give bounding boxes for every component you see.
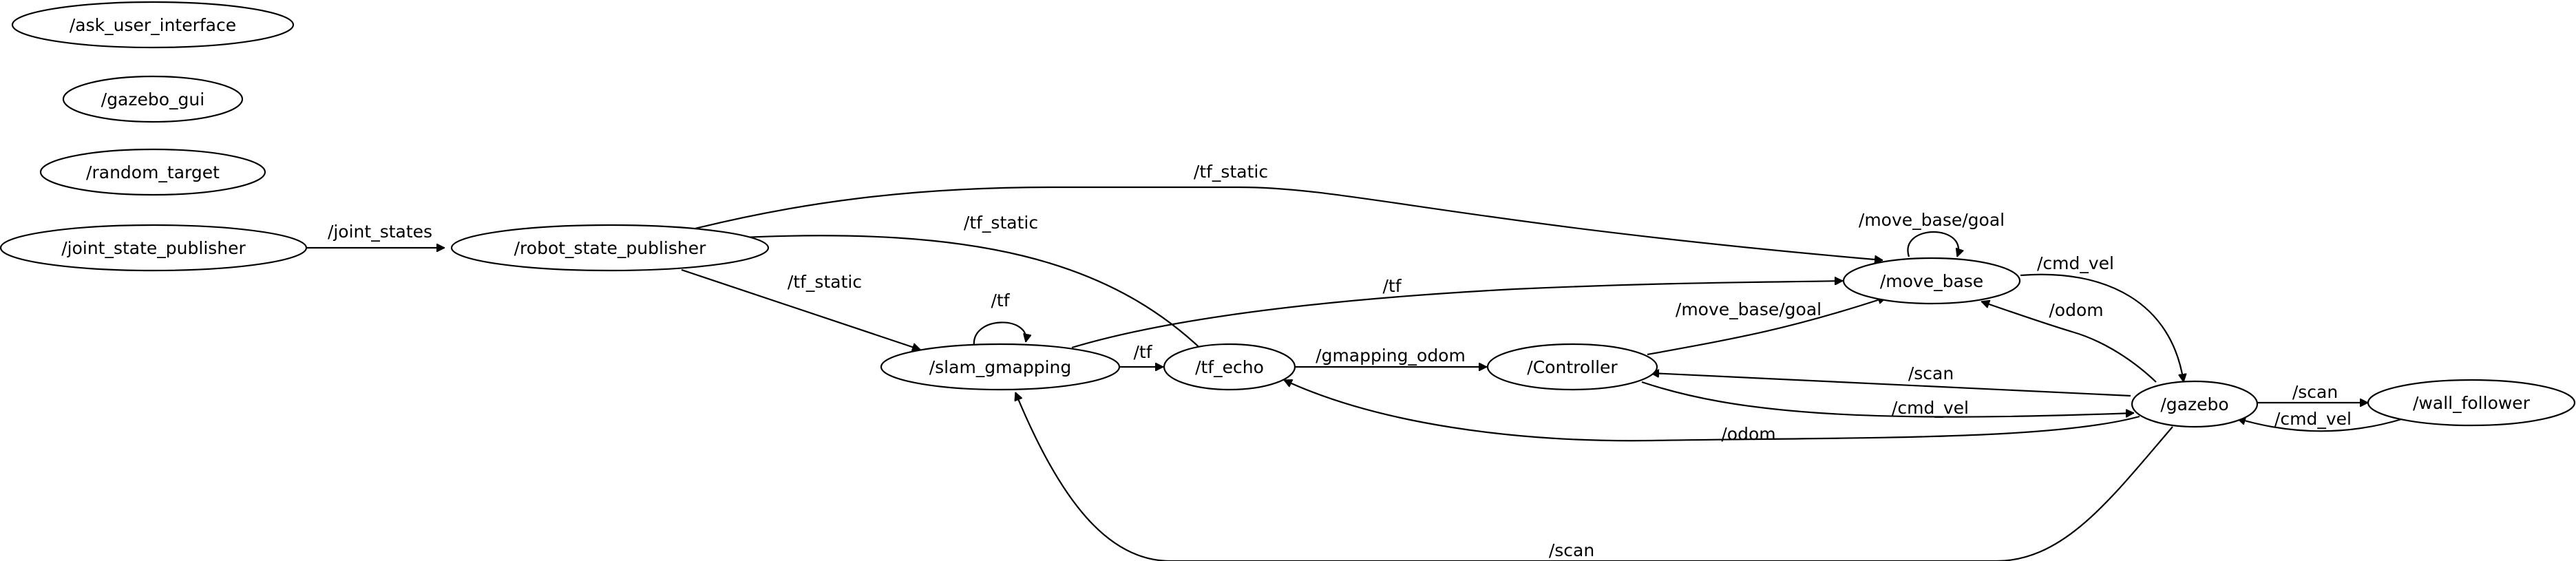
node-label-gazebo-gui: /gazebo_gui xyxy=(101,89,204,109)
edge-tf-echo-controller: /gmapping_odom xyxy=(1294,346,1487,367)
edge-rsp-tf-static-tf-echo: /tf_static xyxy=(741,213,1206,354)
edge-label-wall-cmd-vel: /cmd_vel xyxy=(2274,409,2352,429)
node-label-random-target: /random_target xyxy=(86,162,220,182)
node-ask-user-interface[interactable]: /ask_user_interface xyxy=(11,1,295,49)
node-label-ask-user-interface: /ask_user_interface xyxy=(70,15,236,35)
edge-move-base-gazebo-cmd-vel: /cmd_vel xyxy=(2020,253,2184,382)
edge-gazebo-slam-scan: /scan xyxy=(1015,392,2173,561)
edge-label-move-base-cmd-vel: /cmd_vel xyxy=(2037,253,2114,273)
node-random-target[interactable]: /random_target xyxy=(39,148,266,196)
edge-label-gazebo-scan: /scan xyxy=(1908,363,1954,383)
edge-label-controller-goal: /move_base/goal xyxy=(1676,299,1822,319)
edge-move-base-self-goal: /move_base/goal xyxy=(1859,210,2005,257)
node-tf-echo[interactable]: /tf_echo xyxy=(1163,343,1296,391)
edge-slam-self-tf: /tf xyxy=(973,290,1026,347)
node-label-move-base: /move_base xyxy=(1880,271,1983,291)
edge-label-gazebo-odom-up: /odom xyxy=(2049,300,2103,320)
edges: /joint_states /tf_static /tf_static /tf_… xyxy=(306,162,2405,561)
edge-label-tf-static-low: /tf_static xyxy=(788,272,862,292)
node-label-slam-gmapping: /slam_gmapping xyxy=(929,357,1072,377)
node-controller[interactable]: /Controller xyxy=(1486,343,1658,391)
node-slam-gmapping[interactable]: /slam_gmapping xyxy=(880,343,1121,391)
node-label-robot-state-publisher: /robot_state_publisher xyxy=(514,238,706,258)
edge-wall-follower-gazebo-cmd-vel: /cmd_vel xyxy=(2237,409,2405,432)
edge-label-move-base-self-goal: /move_base/goal xyxy=(1859,210,2005,230)
edge-controller-move-base-goal: /move_base/goal xyxy=(1647,297,1886,356)
edge-label-gazebo-odom: /odom xyxy=(1721,424,1775,444)
nodes: /ask_user_interface /gazebo_gui /random_… xyxy=(0,1,2576,428)
edge-label-gazebo-slam-scan: /scan xyxy=(1549,540,1594,560)
node-robot-state-publisher[interactable]: /robot_state_publisher xyxy=(450,224,770,272)
node-joint-state-publisher[interactable]: /joint_state_publisher xyxy=(0,224,308,272)
edge-label-slam-tf-echo: /tf xyxy=(1133,342,1152,362)
edge-label-gazebo-wall-scan: /scan xyxy=(2292,382,2338,402)
edge-gazebo-controller-scan: /scan xyxy=(1651,363,2131,397)
edge-joint-states: /joint_states xyxy=(306,222,445,248)
edge-gazebo-wall-follower-scan: /scan xyxy=(2257,382,2368,403)
node-label-tf-echo: /tf_echo xyxy=(1195,357,1264,377)
node-label-controller: /Controller xyxy=(1527,357,1618,377)
node-gazebo-gui[interactable]: /gazebo_gui xyxy=(62,75,244,123)
node-label-wall-follower: /wall_follower xyxy=(2413,393,2531,413)
edge-label-slam-self-tf: /tf xyxy=(991,290,1010,310)
edge-rsp-tf-static-slam: /tf_static xyxy=(681,268,920,350)
edge-label-tf-static-mid: /tf_static xyxy=(964,213,1038,233)
edge-label-slam-move-base-tf: /tf xyxy=(1382,276,1402,296)
edge-label-tf-static-top: /tf_static xyxy=(1194,162,1268,182)
node-gazebo[interactable]: /gazebo xyxy=(2131,380,2259,428)
edge-label-controller-cmd-vel: /cmd_vel xyxy=(1892,398,1969,418)
edge-controller-gazebo-cmd-vel: /cmd_vel xyxy=(1641,381,2134,418)
edge-slam-tf-echo: /tf xyxy=(1119,342,1163,367)
node-wall-follower[interactable]: /wall_follower xyxy=(2367,379,2576,427)
edge-gazebo-move-base-odom: /odom xyxy=(1981,300,2157,383)
edge-slam-move-base-tf: /tf xyxy=(1071,276,1843,349)
node-label-joint-state-publisher: /joint_state_publisher xyxy=(61,238,246,258)
edge-gazebo-tf-echo-odom: /odom xyxy=(1284,379,2140,444)
node-label-gazebo: /gazebo xyxy=(2160,394,2228,414)
node-move-base[interactable]: /move_base xyxy=(1842,257,2021,305)
edge-label-gmapping-odom: /gmapping_odom xyxy=(1316,346,1466,366)
edge-label-joint-states: /joint_states xyxy=(328,222,432,242)
edge-rsp-tf-static-move-base: /tf_static xyxy=(695,162,1883,260)
